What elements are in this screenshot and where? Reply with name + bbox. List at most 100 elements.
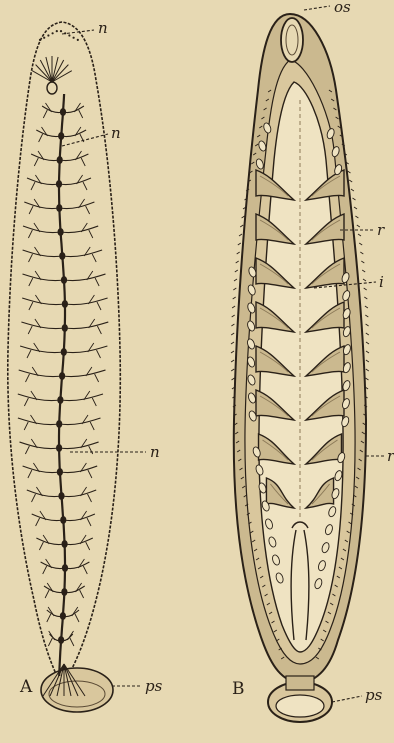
edge-tick: [231, 324, 234, 326]
figure-a-cerebral-ganglion: [47, 82, 57, 94]
edge-tick: [238, 243, 241, 245]
nerve-twig: [78, 559, 87, 574]
lateral-nerve: [23, 274, 65, 281]
nerve-twig: [75, 127, 84, 142]
leader-b-ps: [332, 696, 362, 702]
edge-tick: [235, 270, 238, 272]
leader-a-n-top: [62, 30, 94, 34]
nerve-twig: [47, 607, 54, 622]
lateral-nerve: [36, 130, 61, 137]
lateral-nerve: [20, 346, 64, 353]
lateral-nerve: [24, 202, 59, 209]
nerve-twig: [39, 127, 48, 142]
edge-tick: [358, 234, 361, 236]
nerve-twig: [72, 607, 79, 622]
nerve-twig: [48, 631, 54, 646]
edge-tick: [232, 306, 235, 308]
edge-tick: [232, 378, 235, 380]
lateral-nerve: [22, 298, 65, 305]
figure-b-sucker-stalk: [286, 676, 314, 690]
label-b-i: i: [379, 273, 384, 291]
label-a-n-middle: n: [150, 443, 160, 461]
edge-tick: [366, 378, 369, 380]
lateral-nerve: [36, 538, 64, 545]
figure-a-head-nerves: [32, 56, 72, 82]
label-b-ps: ps: [365, 686, 383, 704]
lateral-nerve: [41, 562, 65, 569]
label-b-os: os: [334, 0, 351, 16]
edge-tick: [231, 360, 234, 362]
rim-dot: [73, 37, 75, 39]
rim-dot: [39, 39, 41, 41]
figure-b: [231, 14, 369, 722]
rim-dot: [68, 34, 70, 36]
edge-tick: [361, 261, 364, 263]
lateral-nerve: [19, 370, 62, 377]
lateral-nerve: [60, 154, 89, 161]
lateral-nerve: [31, 154, 60, 161]
edge-tick: [365, 306, 368, 308]
lateral-nerve: [20, 442, 60, 449]
lateral-nerve: [18, 394, 61, 401]
lateral-nerve: [65, 538, 93, 545]
figure-a-posterior-sucker: [41, 668, 113, 712]
edge-tick: [354, 207, 357, 209]
leader-b-os: [304, 6, 330, 10]
lateral-nerve: [62, 250, 102, 257]
edge-tick: [240, 225, 243, 227]
figure-a: [8, 22, 121, 712]
panel-letter-b: B: [232, 679, 245, 699]
label-b-r-upper: r: [377, 221, 385, 239]
lateral-nerve: [27, 178, 59, 185]
rim-dot: [60, 30, 62, 32]
lateral-nerve: [63, 106, 84, 113]
lateral-nerve: [63, 514, 95, 521]
lateral-nerve: [65, 562, 89, 569]
edge-tick: [360, 252, 363, 254]
lateral-nerve: [62, 490, 97, 497]
edge-tick: [234, 279, 237, 281]
edge-tick: [366, 324, 369, 326]
edge-tick: [362, 270, 365, 272]
lateral-nerve: [59, 202, 94, 209]
edge-tick: [233, 288, 236, 290]
lateral-nerve: [18, 418, 59, 425]
nerve-twig: [75, 103, 83, 118]
label-a-n-top: n: [98, 19, 108, 37]
nerve-twig: [68, 631, 74, 646]
lateral-nerve: [60, 466, 97, 473]
edge-tick: [366, 333, 369, 335]
edge-tick: [366, 351, 369, 353]
edge-tick: [231, 333, 234, 335]
edge-tick: [365, 315, 368, 317]
edge-tick: [353, 198, 356, 200]
nerve-twig: [39, 535, 49, 550]
edge-tick: [237, 252, 240, 254]
edge-tick: [231, 351, 234, 353]
lateral-nerve: [65, 322, 109, 329]
lateral-nerve: [23, 226, 61, 233]
edge-tick: [236, 261, 239, 263]
edge-tick: [349, 180, 352, 182]
lateral-nerve: [61, 226, 99, 233]
edge-tick: [363, 279, 366, 281]
lateral-nerve: [42, 106, 63, 113]
nerve-twig: [34, 151, 44, 166]
edge-tick: [366, 369, 369, 371]
edge-tick: [232, 315, 235, 317]
rim-dot: [77, 39, 79, 41]
rim-dot: [47, 34, 49, 36]
rim-dot: [52, 32, 54, 34]
edge-tick: [231, 369, 234, 371]
nerve-twig: [43, 559, 52, 574]
figure-b-sucker-rim: [276, 695, 324, 717]
lateral-nerve: [27, 490, 62, 497]
edge-tick: [366, 342, 369, 344]
nerve-twig: [76, 583, 84, 598]
lateral-nerve: [64, 274, 106, 281]
edge-tick: [355, 216, 358, 218]
nerve-twig: [43, 103, 51, 118]
edge-tick: [364, 297, 367, 299]
